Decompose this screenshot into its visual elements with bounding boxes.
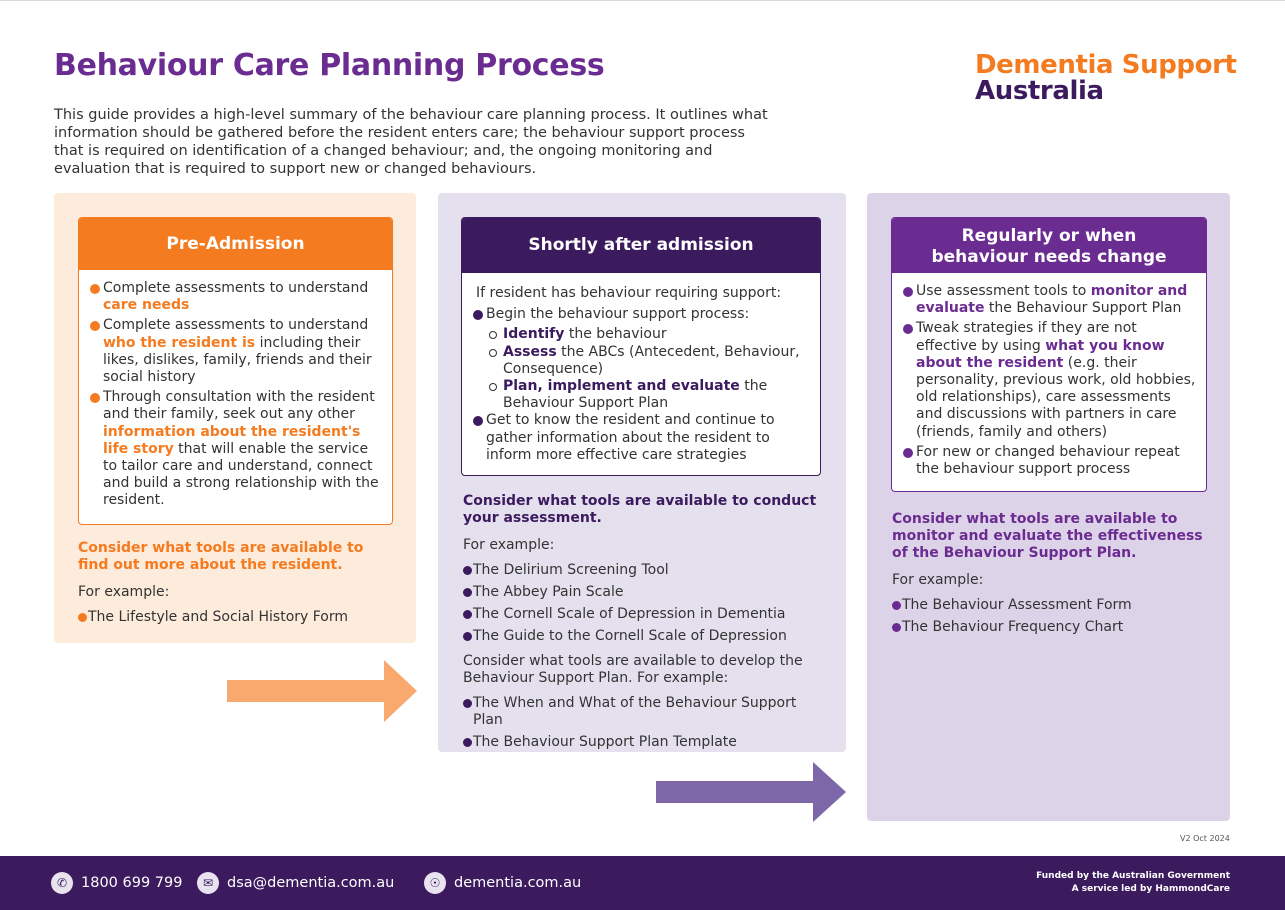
logo-line-1: Dementia Support: [975, 50, 1237, 80]
bullet-icon: [903, 447, 913, 458]
bullet-icon: [473, 416, 483, 427]
tool-item: The Behaviour Assessment Form: [892, 597, 1212, 614]
list-item: Through consultation with the resident a…: [90, 389, 382, 509]
bullet-icon: [903, 324, 913, 335]
regularly-tools: Consider what tools are available to mon…: [892, 511, 1212, 641]
shortly-after-tools: Consider what tools are available to con…: [463, 493, 828, 756]
consider-text: Consider what tools are available to fin…: [78, 540, 364, 573]
tool-item: The Lifestyle and Social History Form: [78, 609, 398, 626]
web-address: dementia.com.au: [454, 875, 582, 891]
phone-contact[interactable]: ✆ 1800 699 799: [51, 872, 182, 894]
pre-admission-tools: Consider what tools are available to fin…: [78, 540, 398, 631]
bullet-icon: [463, 566, 472, 575]
page-title: Behaviour Care Planning Process: [54, 48, 605, 83]
version-label: V2 Oct 2024: [1180, 834, 1230, 843]
shortly-after-heading: Shortly after admission: [462, 218, 820, 273]
bullet-icon: [463, 699, 472, 708]
tool-item: The Delirium Screening Tool: [463, 562, 828, 579]
lead-text: If resident has behaviour requiring supp…: [476, 285, 782, 301]
consider-text: Consider what tools are available to con…: [463, 493, 817, 526]
email-contact[interactable]: ✉ dsa@dementia.com.au: [197, 872, 394, 894]
logo-line-2: Australia: [975, 76, 1104, 106]
regularly-heading: Regularly or when behaviour needs change: [892, 218, 1206, 273]
list-item: Complete assessments to understand who t…: [90, 317, 382, 386]
tool-item: The Behaviour Support Plan Template: [463, 734, 828, 751]
email-address: dsa@dementia.com.au: [227, 875, 395, 891]
for-example-label: For example:: [463, 537, 555, 553]
bullet-icon: [463, 610, 472, 619]
bullet-icon: [473, 310, 483, 321]
regularly-box: Regularly or when behaviour needs change…: [891, 217, 1207, 492]
bullet-icon: [892, 601, 901, 610]
tool-item: The Behaviour Frequency Chart: [892, 619, 1212, 636]
globe-icon: ☉: [424, 872, 446, 894]
phone-number: 1800 699 799: [81, 875, 183, 891]
for-example-label: For example:: [892, 572, 984, 588]
sub-item: Identify the behaviour: [473, 326, 810, 343]
list-item: Complete assessments to understand care …: [90, 280, 382, 314]
arrow-right-icon: [227, 660, 417, 722]
list-item: Tweak strategies if they are not effecti…: [903, 320, 1196, 440]
regularly-heading-line-1: Regularly or when: [961, 225, 1137, 246]
circle-bullet-icon: [489, 383, 497, 392]
top-divider: [0, 0, 1285, 1]
bullet-icon: [903, 287, 913, 297]
bullet-icon: [463, 588, 472, 597]
bullet-icon: [90, 393, 100, 404]
list-item: Get to know the resident and continue to…: [473, 412, 810, 464]
shortly-after-panel: Shortly after admission If resident has …: [438, 193, 846, 752]
circle-bullet-icon: [489, 331, 497, 340]
intro-text: This guide provides a high-level summary…: [54, 107, 768, 177]
list-item: Use assessment tools to monitor and eval…: [903, 283, 1196, 317]
pre-admission-heading: Pre-Admission: [79, 218, 392, 270]
bullet-icon: [463, 738, 472, 747]
consider-text: Consider what tools are available to mon…: [892, 511, 1203, 561]
bullet-icon: [90, 321, 100, 332]
bullet-icon: [90, 284, 100, 294]
phone-icon: ✆: [51, 872, 73, 894]
dsa-logo: Dementia Support Australia: [975, 52, 1237, 104]
bullet-icon: [892, 623, 901, 632]
sub-item: Plan, implement and evaluate the Behavio…: [473, 378, 810, 412]
bullet-icon: [463, 632, 472, 641]
list-item: For new or changed behaviour repeat the …: [903, 444, 1196, 478]
email-icon: ✉: [197, 872, 219, 894]
funded-by: Funded by the Australian Government A se…: [1036, 871, 1230, 894]
list-item: Begin the behaviour support process:: [473, 306, 810, 323]
footer: ✆ 1800 699 799 ✉ dsa@dementia.com.au ☉ d…: [0, 856, 1285, 910]
tool-item: The Cornell Scale of Depression in Demen…: [463, 606, 828, 623]
pre-admission-panel: Pre-Admission Complete assessments to un…: [54, 193, 416, 643]
web-contact[interactable]: ☉ dementia.com.au: [424, 872, 581, 894]
consider-text-2: Consider what tools are available to dev…: [463, 653, 803, 686]
circle-bullet-icon: [489, 348, 497, 357]
for-example-label: For example:: [78, 584, 170, 600]
bullet-icon: [78, 613, 87, 622]
arrow-right-icon: [656, 762, 846, 822]
shortly-after-box: Shortly after admission If resident has …: [461, 217, 821, 476]
regularly-panel: Regularly or when behaviour needs change…: [867, 193, 1230, 821]
tool-item: The When and What of the Behaviour Suppo…: [463, 695, 828, 729]
tool-item: The Abbey Pain Scale: [463, 584, 828, 601]
pre-admission-box: Pre-Admission Complete assessments to un…: [78, 217, 393, 525]
sub-item: Assess the ABCs (Antecedent, Behaviour, …: [473, 344, 810, 378]
tool-item: The Guide to the Cornell Scale of Depres…: [463, 628, 828, 645]
regularly-heading-line-2: behaviour needs change: [931, 246, 1167, 267]
